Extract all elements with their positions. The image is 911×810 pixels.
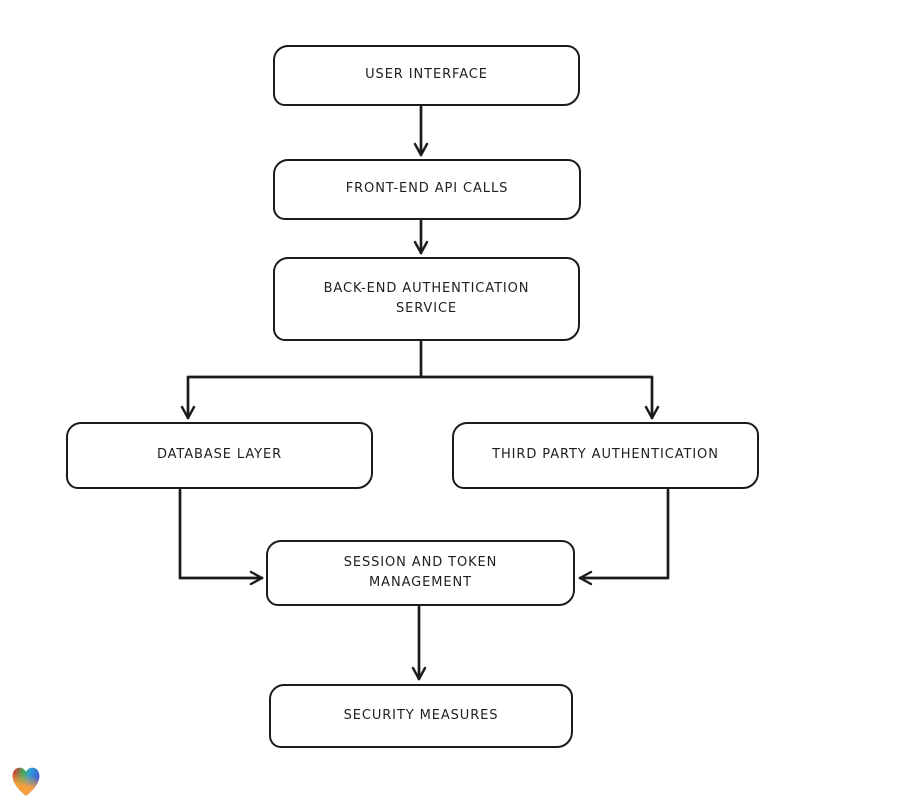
- gradient-heart-icon: [12, 767, 40, 796]
- node-security-measures-label: SECURITY MEASURES: [343, 707, 499, 723]
- node-session-and-token-management[interactable]: SESSION AND TOKEN MANAGEMENT: [266, 540, 575, 606]
- edge-database-layer-to-session-and-token-management[interactable]: [178, 488, 264, 586]
- node-front-end-api-calls[interactable]: FRONT-END API CALLS: [273, 159, 581, 220]
- node-front-end-api-calls-label: FRONT-END API CALLS: [345, 181, 509, 197]
- node-back-end-authentication-service-label: BACK-END AUTHENTICATION SERVICE: [323, 280, 530, 316]
- node-third-party-authentication-label: THIRD PARTY AUTHENTICATION: [492, 447, 719, 463]
- heart-logo[interactable]: [8, 761, 44, 800]
- edge-third-party-authentication-to-session-and-token-management[interactable]: [578, 488, 670, 586]
- node-database-layer-label: DATABASE LAYER: [156, 447, 283, 463]
- node-user-interface-label: USER INTERFACE: [365, 67, 488, 83]
- node-security-measures[interactable]: SECURITY MEASURES: [269, 684, 573, 748]
- node-back-end-authentication-service[interactable]: BACK-END AUTHENTICATION SERVICE: [273, 257, 580, 341]
- edge-back-end-authentication-service-to-database-layer[interactable]: [180, 340, 423, 420]
- node-third-party-authentication[interactable]: THIRD PARTY AUTHENTICATION: [452, 422, 759, 489]
- node-session-and-token-management-label: SESSION AND TOKEN MANAGEMENT: [343, 554, 498, 590]
- edge-back-end-authentication-service-to-third-party-authentication[interactable]: [419, 375, 660, 420]
- node-user-interface[interactable]: USER INTERFACE: [273, 45, 580, 106]
- node-database-layer[interactable]: DATABASE LAYER: [66, 422, 373, 489]
